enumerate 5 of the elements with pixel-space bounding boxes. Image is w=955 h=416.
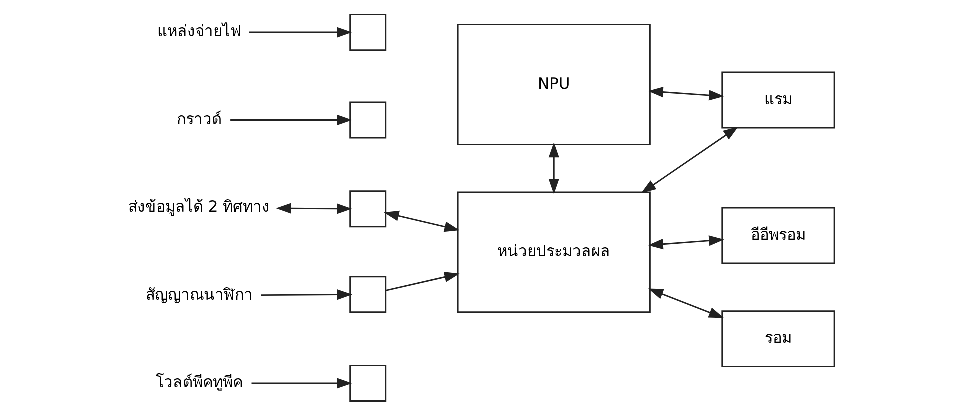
node-text: โวลต์พีคทูพีค xyxy=(156,374,243,392)
node-text: แหล่งจ่ายไฟ xyxy=(157,22,242,41)
node-text: กราวด์ xyxy=(176,110,222,128)
node-text: ส่งข้อมูลได้ 2 ทิศทาง xyxy=(128,198,270,216)
node-text: สัญญาณนาฬิกา xyxy=(146,286,253,304)
